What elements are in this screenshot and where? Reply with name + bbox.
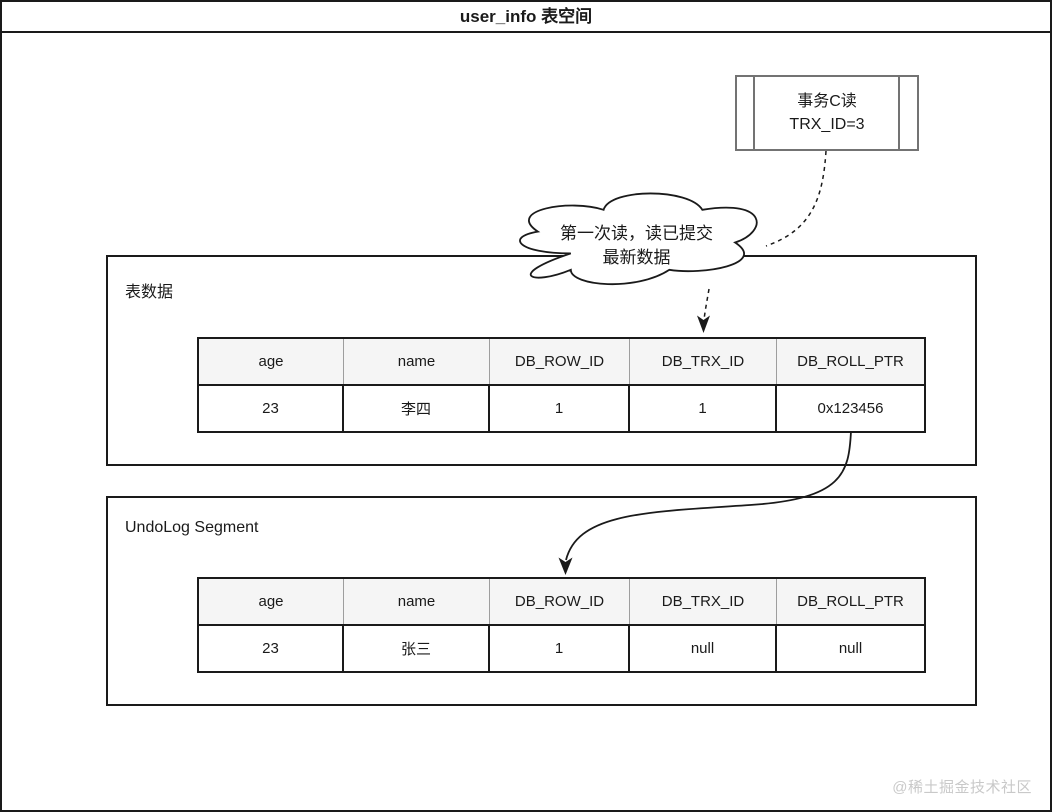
table-cell: 1	[490, 386, 630, 431]
column-header: age	[199, 339, 344, 384]
table-cell: 23	[199, 626, 344, 671]
transaction-c-line1: 事务C读	[797, 93, 857, 110]
table-cell: null	[838, 640, 863, 657]
cloud-note-line1: 第一次读，读已提交	[560, 224, 713, 243]
undo-log-section-label: UndoLog Segment	[125, 519, 259, 536]
undo-log-table: age name DB_ROW_ID DB_TRX_ID DB_ROLL_PTR…	[197, 577, 926, 673]
table-data-table: age name DB_ROW_ID DB_TRX_ID DB_ROLL_PTR…	[197, 337, 926, 433]
watermark: @稀土掘金技术社区	[892, 779, 1032, 796]
transaction-c-line2: TRX_ID=3	[789, 116, 865, 133]
transaction-c-box: 事务C读 TRX_ID=3	[735, 75, 919, 151]
column-header: DB_ROLL_PTR	[797, 353, 904, 370]
column-header: DB_ROW_ID	[490, 339, 630, 384]
column-header: DB_TRX_ID	[630, 339, 777, 384]
process-bar-left	[753, 77, 755, 149]
table-cell: null	[630, 626, 777, 671]
column-header: DB_TRX_ID	[630, 579, 777, 624]
table-data-row: 23 李四 1 1 0x123456	[199, 386, 924, 431]
transaction-c-text: 事务C读 TRX_ID=3	[737, 77, 917, 149]
transaction-to-cloud-connector	[765, 150, 827, 247]
column-header: name	[344, 579, 490, 624]
table-cell: 0x123456	[817, 400, 884, 417]
table-data-header-row: age name DB_ROW_ID DB_TRX_ID DB_ROLL_PTR	[199, 339, 924, 386]
undo-log-row: 23 张三 1 null null	[199, 626, 924, 671]
cloud-note-line2: 最新数据	[602, 248, 671, 267]
column-header: name	[344, 339, 490, 384]
column-header: age	[199, 579, 344, 624]
table-data-section-label: 表数据	[125, 284, 174, 301]
diagram-title: user_info 表空间	[2, 2, 1050, 33]
table-cell: 张三	[344, 626, 490, 671]
table-cell: 23	[199, 386, 344, 431]
table-cell: 1	[490, 626, 630, 671]
table-cell: 1	[630, 386, 777, 431]
undo-log-header-row: age name DB_ROW_ID DB_TRX_ID DB_ROLL_PTR	[199, 579, 924, 626]
process-bar-right	[898, 77, 900, 149]
table-cell: 李四	[344, 386, 490, 431]
column-header: DB_ROLL_PTR	[797, 593, 904, 610]
column-header: DB_ROW_ID	[490, 579, 630, 624]
cloud-note: 第一次读，读已提交 最新数据	[505, 222, 768, 270]
